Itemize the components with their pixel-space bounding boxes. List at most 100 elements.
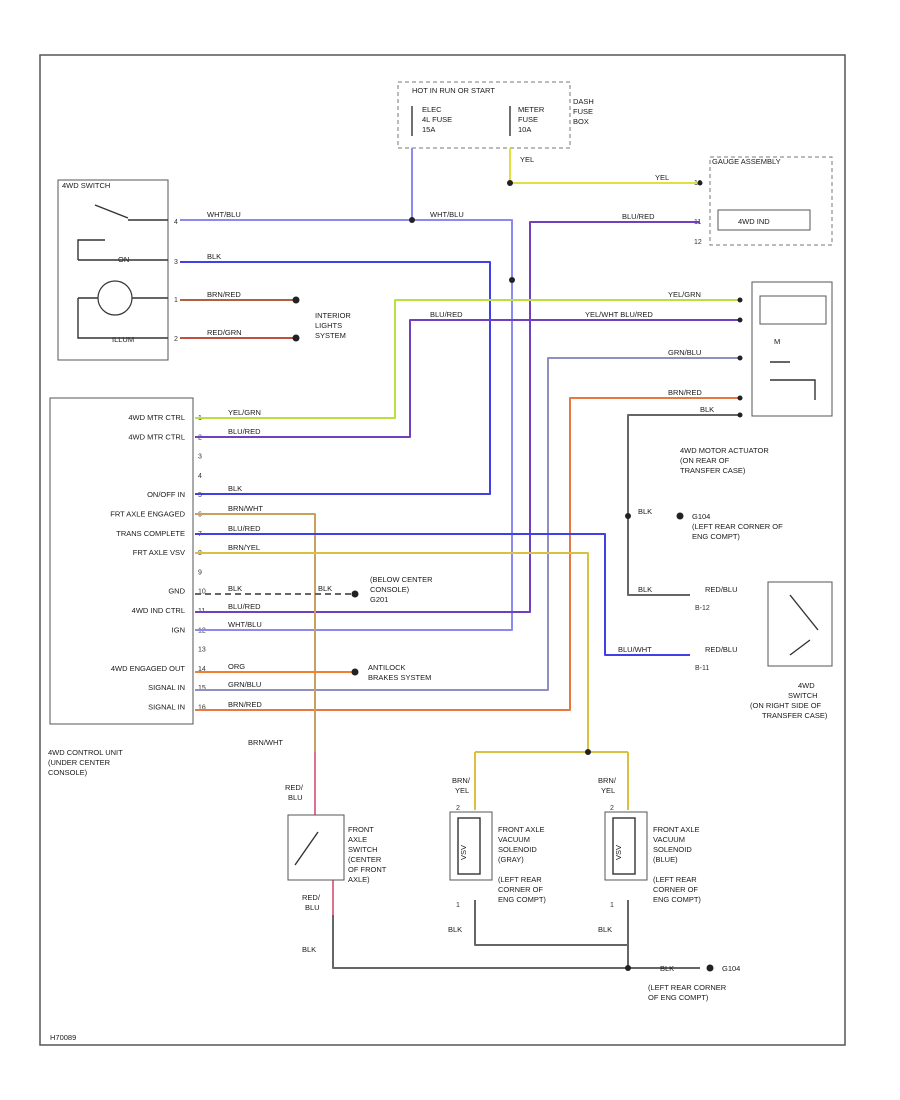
svg-text:CORNER OF: CORNER OF xyxy=(498,885,543,894)
4wd-switch-right: B-12 B-11 4WD SWITCH (ON RIGHT SIDE OF T… xyxy=(695,581,833,720)
svg-text:YEL/GRN: YEL/GRN xyxy=(668,290,701,299)
interior-lights-label: INTERIOR LIGHTS SYSTEM xyxy=(315,311,351,340)
svg-text:OF ENG COMPT): OF ENG COMPT) xyxy=(648,993,709,1002)
svg-text:ANTILOCK: ANTILOCK xyxy=(368,663,406,672)
diagram-code: H70089 xyxy=(50,1033,76,1042)
cu-label-15: SIGNAL IN xyxy=(148,683,185,692)
svg-text:BRN/: BRN/ xyxy=(598,776,617,785)
svg-text:AXLE): AXLE) xyxy=(348,875,370,884)
cu-pin-4: 4 xyxy=(198,473,202,480)
svg-text:BLU/WHT: BLU/WHT xyxy=(618,645,652,654)
svg-text:(LEFT REAR CORNER: (LEFT REAR CORNER xyxy=(648,983,727,992)
splice-6 xyxy=(625,513,631,519)
indicator-lamp-icon xyxy=(97,280,133,316)
fuse-box-title: HOT IN RUN OR START xyxy=(412,86,495,95)
svg-text:SWITCH: SWITCH xyxy=(788,691,818,700)
svg-text:FRONT AXLE: FRONT AXLE xyxy=(498,825,545,834)
svg-text:G201: G201 xyxy=(370,595,388,604)
svg-text:BRN/RED: BRN/RED xyxy=(228,700,262,709)
svg-text:BLK: BLK xyxy=(638,585,652,594)
svg-text:ENG COMPT): ENG COMPT) xyxy=(653,895,701,904)
svg-text:BLU/RED: BLU/RED xyxy=(228,602,261,611)
svg-text:LIGHTS: LIGHTS xyxy=(315,321,342,330)
svg-text:4WD CONTROL UNIT: 4WD CONTROL UNIT xyxy=(48,748,123,757)
svg-text:GRN/BLU: GRN/BLU xyxy=(668,348,701,357)
ground-g104-top xyxy=(676,512,684,520)
svg-text:YEL: YEL xyxy=(520,155,534,164)
svg-text:SOLENOID: SOLENOID xyxy=(653,845,692,854)
svg-text:1: 1 xyxy=(610,902,614,909)
gauge-title: GAUGE ASSEMBLY xyxy=(712,157,781,166)
actuator-pin-1 xyxy=(737,297,743,303)
svg-text:WHT/BLU: WHT/BLU xyxy=(228,620,262,629)
svg-text:BLU/RED: BLU/RED xyxy=(430,310,463,319)
svg-text:BLK: BLK xyxy=(598,925,612,934)
actuator-pin-3 xyxy=(737,355,743,361)
svg-text:(GRAY): (GRAY) xyxy=(498,855,524,864)
wire-yel-grn xyxy=(195,299,740,419)
svg-text:WHT/BLU: WHT/BLU xyxy=(207,210,241,219)
svg-text:SOLENOID: SOLENOID xyxy=(498,845,537,854)
svg-text:BLK: BLK xyxy=(207,252,221,261)
cu-label-5: ON/OFF IN xyxy=(147,490,185,499)
splice-1 xyxy=(409,217,415,223)
cu-label-11: 4WD IND CTRL xyxy=(132,606,185,615)
actuator-pin-5 xyxy=(737,412,743,418)
svg-text:BLK: BLK xyxy=(638,507,652,516)
vacuum-solenoid-blue: VSV FRONT AXLE VACUUM SOLENOID (BLUE) (L… xyxy=(604,805,701,909)
svg-text:WHT/BLU: WHT/BLU xyxy=(430,210,464,219)
4wd-switch-title: 4WD SWITCH xyxy=(62,181,110,190)
svg-text:BLU: BLU xyxy=(305,903,320,912)
svg-text:TRANSFER CASE): TRANSFER CASE) xyxy=(680,466,746,475)
fuse-box: HOT IN RUN OR START ELEC 4L FUSE 15A MET… xyxy=(397,81,594,149)
switch-contact-icon xyxy=(94,204,129,219)
switch-right-contact-icon xyxy=(789,594,819,656)
svg-text:VSV: VSV xyxy=(614,845,623,860)
svg-text:TRANSFER CASE): TRANSFER CASE) xyxy=(762,711,828,720)
svg-text:YEL/GRN: YEL/GRN xyxy=(228,408,261,417)
ground-g104-bottom xyxy=(706,964,714,972)
svg-text:B-11: B-11 xyxy=(695,665,709,672)
svg-text:OF FRONT: OF FRONT xyxy=(348,865,387,874)
svg-text:BRAKES SYSTEM: BRAKES SYSTEM xyxy=(368,673,431,682)
svg-text:RED/BLU: RED/BLU xyxy=(705,645,738,654)
svg-text:BRN/: BRN/ xyxy=(452,776,471,785)
wire-blk-top xyxy=(180,261,491,495)
wire-yel xyxy=(509,148,700,184)
actuator-pin-2 xyxy=(737,317,743,323)
gauge-assembly: GAUGE ASSEMBLY 4WD IND 10 11 12 xyxy=(694,156,833,246)
svg-text:SWITCH: SWITCH xyxy=(348,845,378,854)
svg-text:BLK: BLK xyxy=(228,584,242,593)
front-axle-switch: FRONT AXLE SWITCH (CENTER OF FRONT AXLE) xyxy=(287,814,387,884)
gauge-pin xyxy=(697,180,703,186)
svg-text:BLK: BLK xyxy=(228,484,242,493)
splice-3 xyxy=(509,277,515,283)
svg-text:(LEFT REAR: (LEFT REAR xyxy=(653,875,697,884)
wire-blu-red-sw xyxy=(195,533,690,656)
svg-text:AXLE: AXLE xyxy=(348,835,367,844)
svg-text:G104: G104 xyxy=(692,512,710,521)
svg-text:4L FUSE: 4L FUSE xyxy=(422,115,452,124)
splice-5 xyxy=(625,965,631,971)
svg-text:BRN/YEL: BRN/YEL xyxy=(228,543,260,552)
svg-text:YEL/WHT BLU/RED: YEL/WHT BLU/RED xyxy=(585,310,653,319)
svg-text:1: 1 xyxy=(456,902,460,909)
cu-label-12: IGN xyxy=(172,625,185,634)
connector-antilock xyxy=(351,668,359,676)
svg-text:ILLUM: ILLUM xyxy=(112,335,134,344)
svg-text:BLU/RED: BLU/RED xyxy=(228,427,261,436)
svg-text:RED/: RED/ xyxy=(302,893,321,902)
svg-text:YEL: YEL xyxy=(655,173,669,182)
connector-interior-2 xyxy=(292,334,300,342)
svg-text:METER: METER xyxy=(518,105,545,114)
svg-text:BLK: BLK xyxy=(302,945,316,954)
svg-text:RED/GRN: RED/GRN xyxy=(207,328,242,337)
svg-text:RED/: RED/ xyxy=(285,783,304,792)
svg-text:BRN/RED: BRN/RED xyxy=(668,388,702,397)
svg-text:VACUUM: VACUUM xyxy=(653,835,685,844)
svg-text:VACUUM: VACUUM xyxy=(498,835,530,844)
svg-text:BLK: BLK xyxy=(318,584,332,593)
cu-label-8: FRT AXLE VSV xyxy=(133,548,185,557)
